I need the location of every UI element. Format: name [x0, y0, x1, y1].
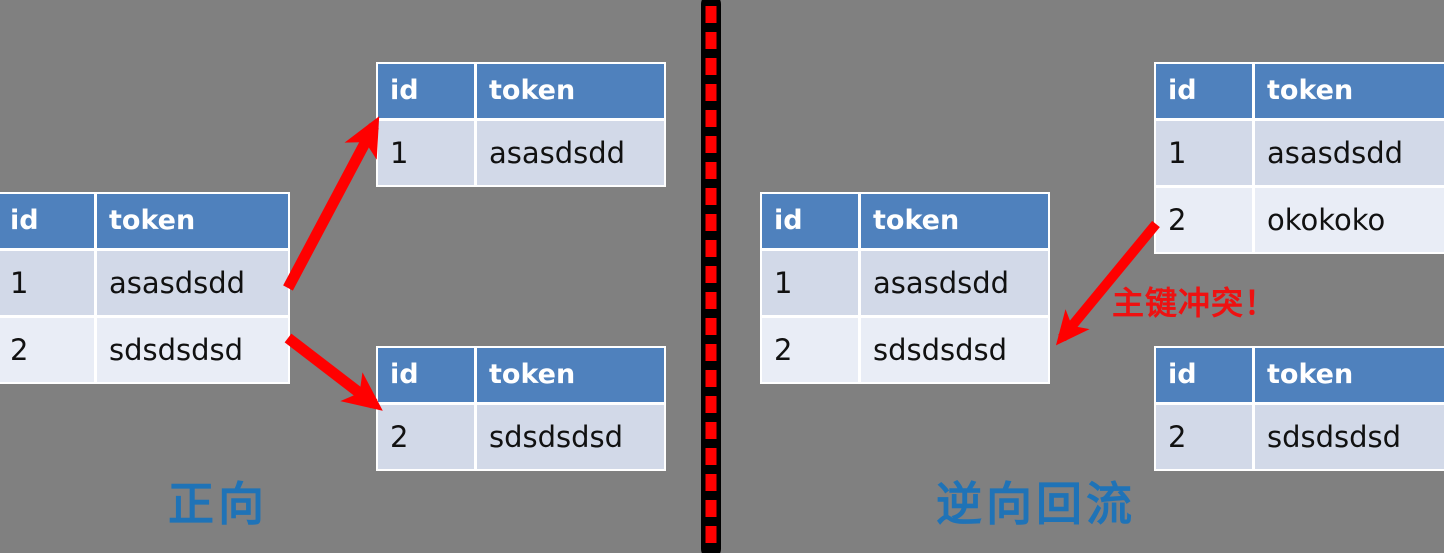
cell-id: 2 — [1156, 188, 1252, 252]
column-header-id: id — [1156, 64, 1252, 118]
forward-shard-table-2: id token 2 sdsdsdsd — [376, 346, 666, 471]
column-header-token: token — [1255, 348, 1444, 402]
column-header-id: id — [0, 194, 94, 248]
merged-target-table: id token 1 asasdsdd 2 sdsdsdsd — [760, 192, 1050, 384]
table-header-row: id token — [1156, 348, 1444, 402]
table-header-row: id token — [0, 194, 288, 248]
caption-reverse: 逆向回流 — [936, 477, 1136, 531]
cell-token: asasdsdd — [97, 251, 288, 315]
column-header-id: id — [378, 348, 474, 402]
cell-id: 1 — [378, 121, 474, 185]
cell-token: sdsdsdsd — [1255, 405, 1444, 469]
cell-id: 1 — [1156, 121, 1252, 185]
column-header-token: token — [477, 348, 664, 402]
column-header-token: token — [1255, 64, 1444, 118]
table-row: 2 sdsdsdsd — [0, 318, 288, 382]
cell-token: okokoko — [1255, 188, 1444, 252]
column-header-token: token — [97, 194, 288, 248]
column-header-id: id — [378, 64, 474, 118]
table-row: 1 asasdsdd — [378, 121, 664, 185]
table-row: 2 sdsdsdsd — [762, 318, 1048, 382]
table-header-row: id token — [378, 64, 664, 118]
cell-id: 2 — [378, 405, 474, 469]
cell-token: sdsdsdsd — [97, 318, 288, 382]
table-row: 1 asasdsdd — [762, 251, 1048, 315]
cell-token: sdsdsdsd — [477, 405, 664, 469]
table-header-row: id token — [378, 348, 664, 402]
reverse-shard-table-2: id token 2 sdsdsdsd — [1154, 346, 1444, 471]
cell-id: 2 — [762, 318, 858, 382]
cell-token: asasdsdd — [1255, 121, 1444, 185]
reverse-shard-table-1: id token 1 asasdsdd 2 okokoko — [1154, 62, 1444, 254]
cell-token: asasdsdd — [861, 251, 1048, 315]
cell-token: asasdsdd — [477, 121, 664, 185]
table-row: 1 asasdsdd — [0, 251, 288, 315]
column-header-token: token — [861, 194, 1048, 248]
vertical-dashed-divider — [701, 0, 721, 553]
table-header-row: id token — [1156, 64, 1444, 118]
forward-shard-table-1: id token 1 asasdsdd — [376, 62, 666, 187]
cell-id: 2 — [1156, 405, 1252, 469]
cell-id: 1 — [0, 251, 94, 315]
column-header-token: token — [477, 64, 664, 118]
cell-token: sdsdsdsd — [861, 318, 1048, 382]
source-table: id token 1 asasdsdd 2 sdsdsdsd — [0, 192, 290, 384]
table-row: 2 sdsdsdsd — [1156, 405, 1444, 469]
cell-id: 1 — [762, 251, 858, 315]
column-header-id: id — [1156, 348, 1252, 402]
caption-forward: 正向 — [168, 477, 268, 531]
table-row: 1 asasdsdd — [1156, 121, 1444, 185]
table-row: 2 okokoko — [1156, 188, 1444, 252]
table-row: 2 sdsdsdsd — [378, 405, 664, 469]
primary-key-conflict-label: 主键冲突！ — [1112, 284, 1278, 322]
cell-id: 2 — [0, 318, 94, 382]
column-header-id: id — [762, 194, 858, 248]
table-header-row: id token — [762, 194, 1048, 248]
